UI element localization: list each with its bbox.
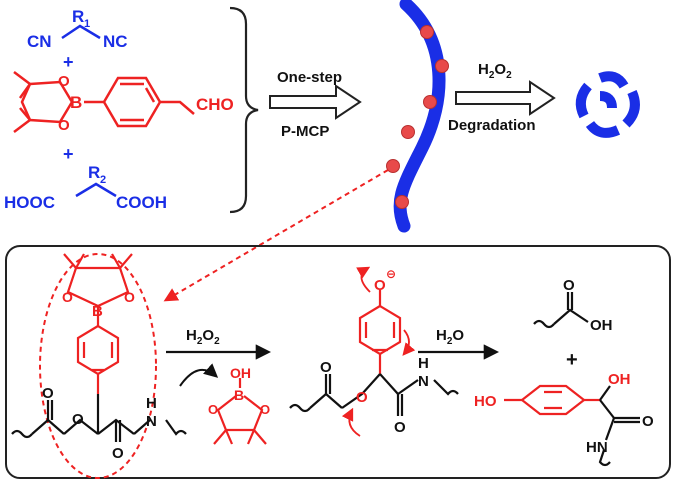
phenol-product-ring xyxy=(504,384,600,416)
step1-bottom-label: P-MCP xyxy=(281,123,329,140)
fragment xyxy=(585,120,621,138)
int-n: N xyxy=(418,373,429,390)
product-ho: HO xyxy=(474,393,497,410)
int-amide-o: O xyxy=(394,419,406,436)
isocyanide-r-sub: 1 xyxy=(84,18,90,30)
int-o1: O xyxy=(320,359,332,376)
boronate-highlight xyxy=(39,253,157,479)
plus-sign-1: + xyxy=(63,52,74,72)
intermediate-backbone xyxy=(289,373,459,416)
phenoxide-ring xyxy=(358,290,402,374)
amide-h: H xyxy=(146,395,157,412)
pinacol-o-top: O xyxy=(58,73,70,90)
byproduct-o2: O xyxy=(260,402,270,417)
diacid-right: COOH xyxy=(116,193,167,212)
bead xyxy=(420,25,434,39)
fragment xyxy=(599,91,617,109)
boronic-ester-aldehyde-monomer xyxy=(13,71,195,133)
fragment xyxy=(575,82,592,119)
step2-reagent: H2O2 xyxy=(478,61,512,81)
bead xyxy=(395,195,409,209)
arrow-h2o2: H2O2 xyxy=(166,327,272,387)
ring-o2: O xyxy=(124,289,135,305)
curved-arrow xyxy=(356,266,371,293)
degraded-fragments xyxy=(575,71,640,138)
isocyanide-monomer: CN R 1 NC xyxy=(27,7,128,51)
byproduct-o1: O xyxy=(208,402,218,417)
diacid-r: R xyxy=(88,163,100,182)
int-h: H xyxy=(418,355,429,372)
plus-sign-2: + xyxy=(63,144,74,164)
ester-o2: O xyxy=(72,411,84,428)
polymer-chain xyxy=(393,0,446,233)
amide-o: O xyxy=(112,445,124,462)
curved-arrow xyxy=(402,329,416,356)
h2o2-label: H2O2 xyxy=(186,327,220,347)
step2-bottom-label: Degradation xyxy=(448,117,536,134)
step1-top-label: One-step xyxy=(277,69,342,86)
product-amide xyxy=(598,385,640,467)
ester-o1: O xyxy=(42,385,54,402)
boron-atom: B xyxy=(70,93,82,112)
boronic-byproduct xyxy=(213,378,267,445)
pinacol-o-bottom: O xyxy=(58,117,70,134)
bead xyxy=(435,59,449,73)
bead xyxy=(423,95,437,109)
acid-oh: OH xyxy=(590,317,613,334)
ring-boron: B xyxy=(92,303,103,320)
ring-o1: O xyxy=(62,289,73,305)
product-hn: HN xyxy=(586,439,608,456)
arrow-h2o: H2O xyxy=(418,327,500,360)
h2o-label: H2O xyxy=(436,327,464,347)
diacid-left: HOOC xyxy=(4,193,55,212)
phenoxide-charge: ⊖ xyxy=(386,267,396,281)
byproduct-b: B xyxy=(234,387,244,403)
fragment xyxy=(598,71,629,89)
isocyanide-left: CN xyxy=(27,32,52,51)
bead xyxy=(386,159,400,173)
mechanism-panel xyxy=(5,245,671,479)
product-amide-o: O xyxy=(642,413,654,430)
carboxylic-acid-product xyxy=(533,292,589,329)
int-o2: O xyxy=(356,389,368,406)
arrow-step2: H2O2 Degradation xyxy=(448,61,556,134)
aldehyde-label: CHO xyxy=(196,95,234,114)
zoom-dashed-arrow xyxy=(163,169,389,302)
product-oh: OH xyxy=(608,371,631,388)
bead xyxy=(401,125,415,139)
pinacol-ring xyxy=(63,253,133,394)
fragment xyxy=(622,89,640,128)
product-plus: + xyxy=(566,349,578,371)
grouping-brace xyxy=(229,6,259,214)
byproduct-oh: OH xyxy=(230,365,251,381)
isocyanide-r: R xyxy=(72,7,84,26)
curved-arrow xyxy=(341,407,361,437)
polymer-backbone-left xyxy=(11,394,187,442)
phenoxide-o: O xyxy=(374,277,386,294)
acid-o: O xyxy=(563,277,575,294)
diacid-r-sub: 2 xyxy=(100,174,106,186)
boronate-beads xyxy=(386,25,449,209)
diacid-monomer: HOOC R 2 COOH xyxy=(4,163,167,212)
isocyanide-right: NC xyxy=(103,32,128,51)
arrow-step1: One-step P-MCP xyxy=(269,69,362,140)
amide-n: N xyxy=(146,413,157,430)
